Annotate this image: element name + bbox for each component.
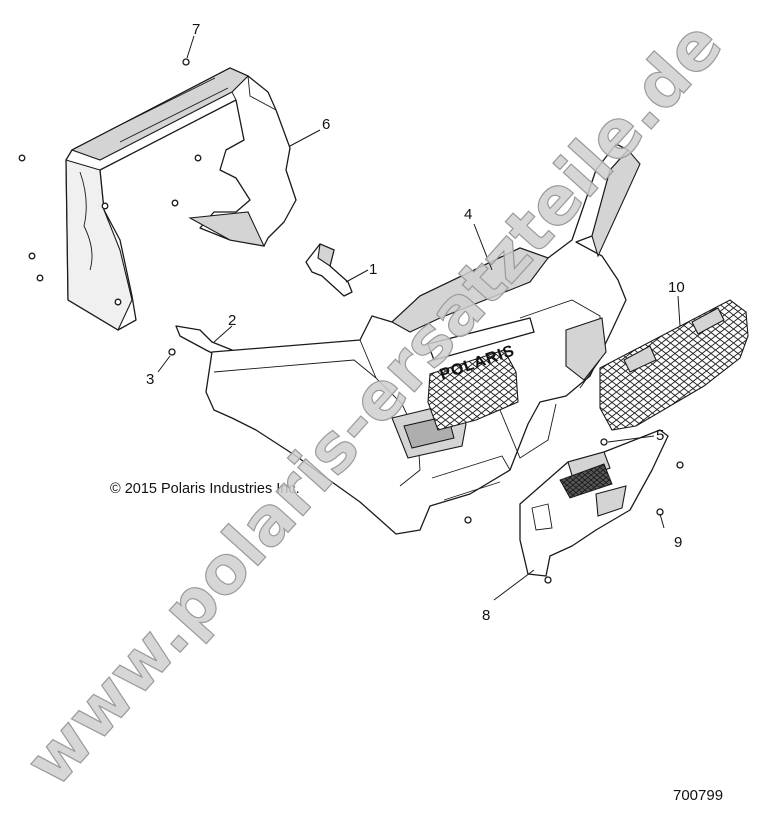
callout-2: 2	[228, 312, 236, 329]
mesh-grille-part	[599, 299, 749, 431]
callout-10: 10	[668, 279, 685, 296]
lower-skid-plate-part	[519, 429, 669, 577]
mounting-bracket-part	[305, 243, 353, 297]
screw-fasteners	[18, 58, 684, 584]
callout-1: 1	[369, 261, 377, 278]
callout-9: 9	[674, 534, 682, 551]
copyright-notice: © 2015 Polaris Industries Inc.	[110, 481, 300, 497]
front-fascia-part	[205, 143, 641, 535]
callout-5: 5	[656, 427, 664, 444]
diagram-reference-number: 700799	[673, 787, 723, 804]
radiator-shroud-part	[65, 67, 297, 331]
callout-numbers: 1 2 3 4 5 6 7 8 9 10	[146, 21, 685, 624]
callout-8: 8	[482, 607, 490, 624]
callout-4: 4	[464, 206, 472, 223]
callout-leaders	[157, 35, 681, 601]
callout-3: 3	[146, 371, 154, 388]
callout-7: 7	[192, 21, 200, 38]
callout-6: 6	[322, 116, 330, 133]
